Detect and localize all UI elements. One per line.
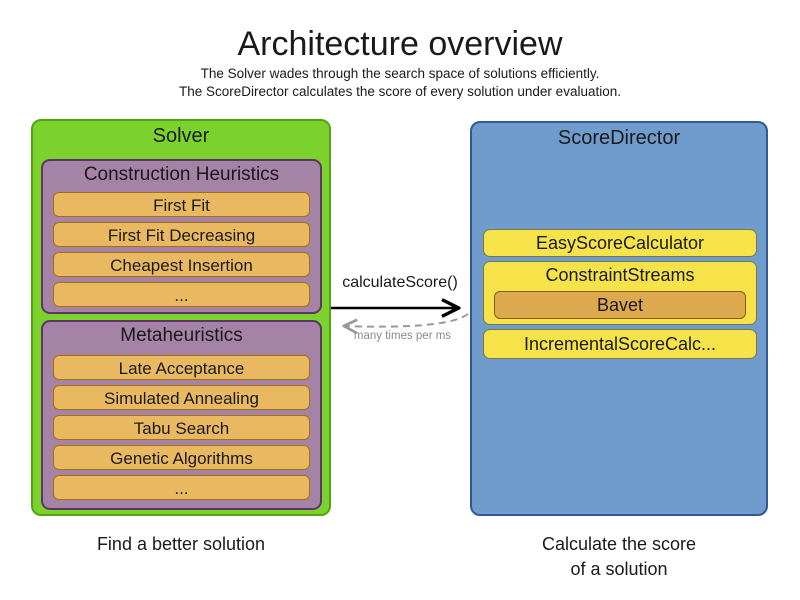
subtitle-line-2: The ScoreDirector calculates the score o…	[179, 84, 621, 99]
constraint-streams-label: ConstraintStreams	[545, 265, 695, 285]
solver-panel-title: Solver	[152, 125, 210, 147]
metaheuristics-title: Metaheuristics	[120, 325, 243, 346]
many-times-return-arrow	[345, 313, 469, 327]
score-director-panel-title: ScoreDirector	[557, 127, 681, 149]
calculate-score-label: calculateScore()	[342, 274, 458, 291]
algorithm-item: Cheapest Insertion	[53, 252, 310, 277]
connection-arrows	[331, 270, 469, 350]
algorithm-item: Tabu Search	[53, 415, 310, 440]
subtitle-line-1: The Solver wades through the search spac…	[200, 66, 600, 81]
algorithm-item: Late Acceptance	[53, 355, 310, 380]
score-director-caption-line-1: Calculate the score	[541, 534, 697, 554]
algorithm-item: ...	[53, 282, 310, 307]
construction-heuristics-title: Construction Heuristics	[83, 164, 280, 185]
algorithm-item: First Fit Decreasing	[53, 222, 310, 247]
constraint-streams-box: ConstraintStreams Bavet	[483, 261, 757, 325]
solver-caption: Find a better solution	[96, 534, 266, 554]
page-title: Architecture overview	[237, 25, 563, 63]
algorithm-item: Genetic Algorithms	[53, 445, 310, 470]
easy-score-calculator-box: EasyScoreCalculator	[483, 229, 757, 257]
algorithm-item: Simulated Annealing	[53, 385, 310, 410]
score-director-caption: Calculate the score of a solution	[470, 532, 768, 582]
score-director-panel: ScoreDirector EasyScoreCalculator Constr…	[470, 121, 768, 516]
bavet-box: Bavet	[494, 291, 746, 319]
incremental-score-calculator-box: IncrementalScoreCalc...	[483, 329, 757, 359]
algorithm-item: First Fit	[53, 192, 310, 217]
score-director-caption-line-2: of a solution	[570, 559, 668, 579]
calculator-stack: EasyScoreCalculator ConstraintStreams Ba…	[483, 229, 757, 359]
frequency-label: many times per ms	[353, 330, 452, 342]
algorithm-item: ...	[53, 475, 310, 500]
solver-panel: Solver Construction Heuristics First Fit…	[31, 119, 331, 516]
